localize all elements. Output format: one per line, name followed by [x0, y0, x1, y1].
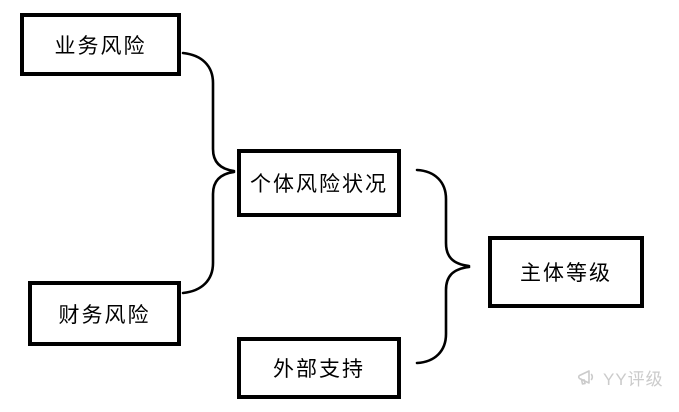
brace-external-to-entity	[415, 265, 471, 365]
megaphone-icon	[577, 369, 594, 385]
node-individual-risk-status-label: 个体风险状况	[250, 172, 388, 196]
node-entity-rating-label: 主体等级	[520, 261, 612, 285]
node-individual-risk-status: 个体风险状况	[237, 149, 401, 217]
node-external-support-label: 外部支持	[273, 357, 365, 381]
node-financial-risk: 财务风险	[28, 281, 181, 346]
watermark-label: YY评级	[603, 370, 664, 389]
node-financial-risk-label: 财务风险	[58, 302, 151, 327]
node-entity-rating: 主体等级	[488, 236, 644, 308]
watermark: YY评级	[574, 365, 664, 390]
node-business-risk: 业务风险	[20, 13, 181, 76]
node-business-risk-label: 业务风险	[54, 33, 147, 58]
brace-business-to-individual	[181, 51, 236, 173]
brace-financial-to-individual	[181, 170, 236, 295]
brace-individual-to-entity	[415, 168, 471, 268]
node-external-support: 外部支持	[237, 337, 401, 399]
